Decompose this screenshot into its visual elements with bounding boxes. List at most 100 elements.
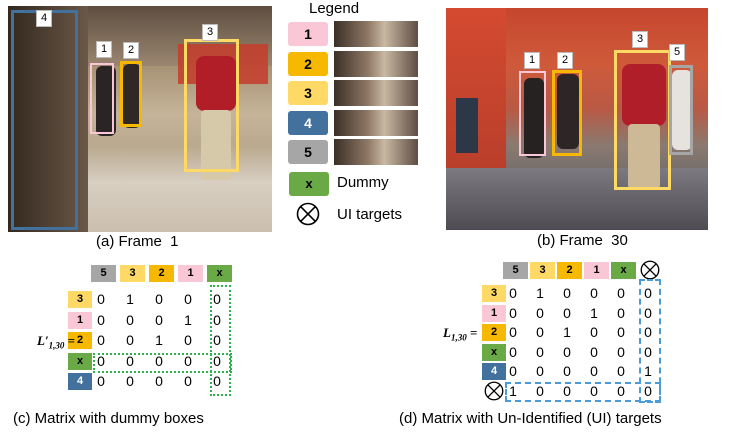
matrix-label: L′1,30 = xyxy=(37,333,75,351)
legend-key-3: 3 xyxy=(288,81,328,105)
matrix-cell: 0 xyxy=(563,382,571,399)
matrix-cell: 0 xyxy=(563,285,571,301)
matrix-cell: 0 xyxy=(617,304,625,321)
person-2-silhouette xyxy=(557,74,579,149)
dummy-column-outline xyxy=(210,285,231,396)
matrix-cell: 0 xyxy=(213,291,221,307)
matrix-cell: 1 xyxy=(155,332,163,348)
matrix-cell: 0 xyxy=(590,363,598,379)
bbox-person-1 xyxy=(519,71,546,156)
bbox-label-3: 3 xyxy=(202,24,219,41)
column-header-5: 5 xyxy=(503,262,528,279)
matrix-cell: 0 xyxy=(97,373,105,389)
bbox-label-2: 2 xyxy=(123,42,140,59)
legend-key-4: 4 xyxy=(288,111,328,135)
matrix-cell: 0 xyxy=(184,373,192,389)
matrix-cell: 0 xyxy=(590,285,598,301)
advert-panel xyxy=(456,98,478,153)
column-header-x: x xyxy=(207,265,232,282)
matrix-cell: 0 xyxy=(617,343,625,360)
person-2-silhouette xyxy=(123,64,141,128)
matrix-label-equals: = xyxy=(64,333,76,348)
legend-ui-label: UI targets xyxy=(337,206,403,223)
legend-key-1: 1 xyxy=(288,22,328,46)
legend: Legend 1 2 3 4 5 x Dummy UI targets xyxy=(287,0,447,250)
matrix-cell: 0 xyxy=(536,304,544,321)
legend-dummy-key: x xyxy=(289,172,329,196)
legend-thumb-1 xyxy=(334,21,418,47)
matrix-cell: 0 xyxy=(126,352,134,369)
frame-1-image: 4 1 2 3 xyxy=(8,6,272,232)
column-header-ui-icon xyxy=(640,260,660,280)
legend-key-2: 2 xyxy=(288,52,328,76)
matrix-cell: 0 xyxy=(617,363,625,379)
matrix-cell: 0 xyxy=(155,352,163,369)
ui-row-outline xyxy=(505,382,661,402)
frame-30-image: 1 2 3 5 xyxy=(446,8,708,230)
matrix-cell: 1 xyxy=(509,382,517,399)
matrix-cell: 1 xyxy=(126,291,134,307)
person-5-silhouette xyxy=(672,70,692,150)
legend-title: Legend xyxy=(309,0,360,17)
row-header-2: 2 xyxy=(482,324,506,341)
bbox-person-2 xyxy=(552,70,582,156)
matrix-cell: 0 xyxy=(644,324,652,340)
row-header-1: 1 xyxy=(68,311,92,329)
matrix-cell: 0 xyxy=(617,324,625,340)
frame-30-caption: (b) Frame 30 xyxy=(537,232,628,249)
bbox-person-5 xyxy=(669,65,693,155)
bbox-label-5: 5 xyxy=(669,44,686,61)
matrix-cell: 1 xyxy=(563,324,571,340)
legend-key-5: 5 xyxy=(288,140,328,164)
person-3-trousers xyxy=(201,110,231,180)
person-1-silhouette xyxy=(96,66,116,136)
column-header-3: 3 xyxy=(120,265,145,282)
dummy-row-outline xyxy=(93,353,232,373)
matrix-cell: 0 xyxy=(536,363,544,379)
row-header-4: 4 xyxy=(482,363,506,380)
column-header-2: 2 xyxy=(149,265,174,282)
matrix-cell: 0 xyxy=(536,324,544,340)
frame-1-caption: (a) Frame 1 xyxy=(96,233,179,250)
matrix-cell: 0 xyxy=(97,352,105,369)
matrix-cell: 0 xyxy=(97,311,105,328)
matrix-cell: 0 xyxy=(213,332,221,348)
bbox-label-1: 1 xyxy=(96,41,113,58)
matrix-cell: 0 xyxy=(590,324,598,340)
person-3-shirt xyxy=(196,56,236,111)
matrix-cell: 0 xyxy=(213,373,221,389)
matrix-cell: 0 xyxy=(644,382,652,399)
legend-thumb-4 xyxy=(334,110,418,136)
matrix-cell: 0 xyxy=(509,343,517,360)
matrix-cell: 0 xyxy=(563,363,571,379)
matrix-cell: 0 xyxy=(644,285,652,301)
matrix-cell: 0 xyxy=(509,324,517,340)
matrix-cell: 0 xyxy=(644,304,652,321)
matrix-cell: 0 xyxy=(213,311,221,328)
matrix-label-symbol: L′ xyxy=(37,333,49,348)
matrix-cell: 0 xyxy=(184,352,192,369)
legend-thumb-3 xyxy=(334,80,418,106)
matrix-cell: 0 xyxy=(126,332,134,348)
row-header-3: 3 xyxy=(68,291,92,308)
column-header-5: 5 xyxy=(91,265,116,282)
floor xyxy=(446,168,708,230)
row-header-ui-icon xyxy=(484,381,504,400)
column-header-1: 1 xyxy=(584,262,609,279)
matrix-label-symbol: L xyxy=(443,325,451,340)
matrix-cell: 0 xyxy=(126,311,134,328)
matrix-cell: 0 xyxy=(563,304,571,321)
column-header-1: 1 xyxy=(178,265,203,282)
bbox-label-3: 3 xyxy=(632,31,649,48)
matrix-cell: 0 xyxy=(97,332,105,348)
row-header-1: 1 xyxy=(482,304,506,322)
matrix-cell: 0 xyxy=(213,352,221,369)
legend-thumb-2 xyxy=(334,51,418,77)
matrix-cell: 0 xyxy=(509,363,517,379)
column-header-x: x xyxy=(611,262,636,279)
matrix-cell: 0 xyxy=(184,291,192,307)
matrix-cell: 0 xyxy=(155,311,163,328)
matrix-cell: 0 xyxy=(590,382,598,399)
